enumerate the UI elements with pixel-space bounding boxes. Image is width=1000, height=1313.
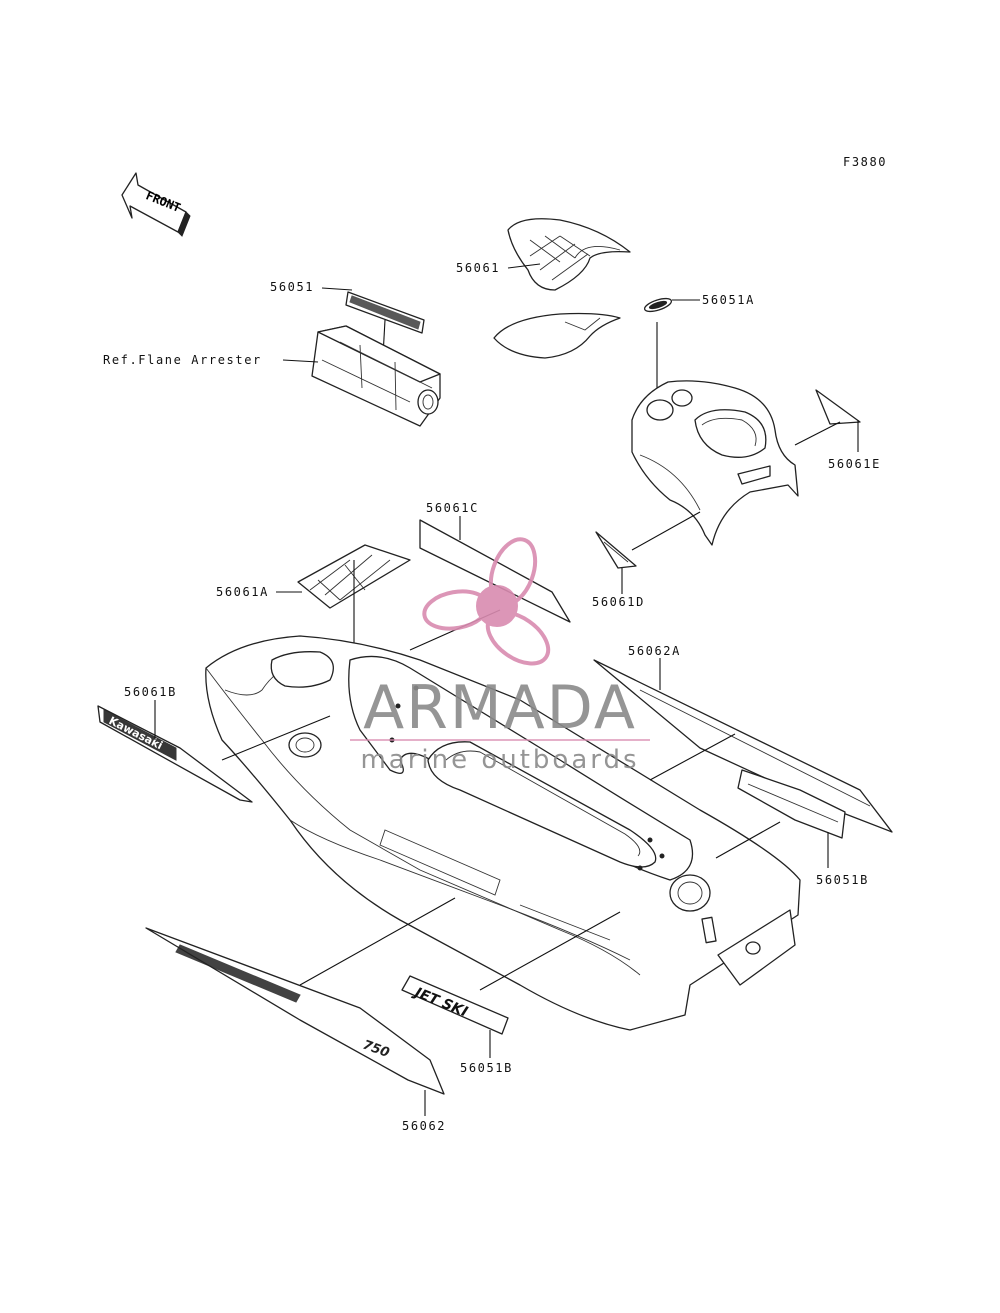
leader-56062A-b	[649, 733, 736, 781]
figure-code: F3880	[843, 155, 887, 169]
callout-56051B-bottom: 56051B	[460, 1061, 513, 1075]
leader-flame-arrester	[282, 359, 319, 363]
part-hull	[205, 635, 801, 1031]
leader-56061D-a	[631, 511, 701, 551]
leader-56061	[507, 263, 541, 269]
propeller-logo-icon	[422, 537, 551, 666]
callout-56061C: 56061C	[426, 501, 479, 515]
callout-56061A: 56061A	[216, 585, 269, 599]
callout-56061D: 56061D	[592, 595, 645, 609]
callout-56051: 56051	[270, 280, 314, 294]
decal-kawasaki-text: Kawasaki	[107, 714, 165, 752]
leader-56062-b	[299, 897, 456, 986]
front-arrow-icon: FRONT	[121, 172, 191, 237]
leader-56051	[321, 287, 353, 291]
part-decal-56061E	[815, 389, 861, 425]
callout-56051A: 56051A	[702, 293, 755, 307]
callout-56061B: 56061B	[124, 685, 177, 699]
watermark-tagline: marine outboards	[360, 745, 639, 775]
watermark: ARMADA marine outboards	[350, 537, 650, 775]
watermark-brand: ARMADA	[363, 673, 637, 743]
part-decal-56051B-right	[737, 769, 846, 839]
part-seat-cover-56061	[507, 218, 631, 291]
part-stripe-56062: 750	[145, 927, 445, 1095]
leader-56061B-b	[221, 715, 331, 761]
part-steering-cover	[631, 380, 799, 546]
part-seat-base	[493, 312, 621, 359]
callout-ref-flame-arrester: Ref.Flane Arrester	[103, 353, 262, 367]
leader-56051B-bottom-b	[479, 911, 621, 991]
callout-56061E: 56061E	[828, 457, 881, 471]
leader-56051B-right-b	[715, 821, 781, 859]
callout-56062A: 56062A	[628, 644, 681, 658]
callout-56051B-right: 56051B	[816, 873, 869, 887]
part-flame-arrester	[311, 325, 441, 427]
part-emblem-56051B-bottom: JET SKI	[401, 975, 509, 1035]
callout-56062: 56062	[402, 1119, 446, 1133]
part-decal-56061D	[595, 531, 637, 569]
part-stripe-56062A	[593, 659, 893, 833]
part-emblem-56051A	[643, 297, 673, 313]
part-decal-56061C	[419, 519, 571, 623]
part-emblem-56051	[345, 291, 425, 334]
callout-56061: 56061	[456, 261, 500, 275]
leader-56061E-b	[794, 421, 841, 446]
